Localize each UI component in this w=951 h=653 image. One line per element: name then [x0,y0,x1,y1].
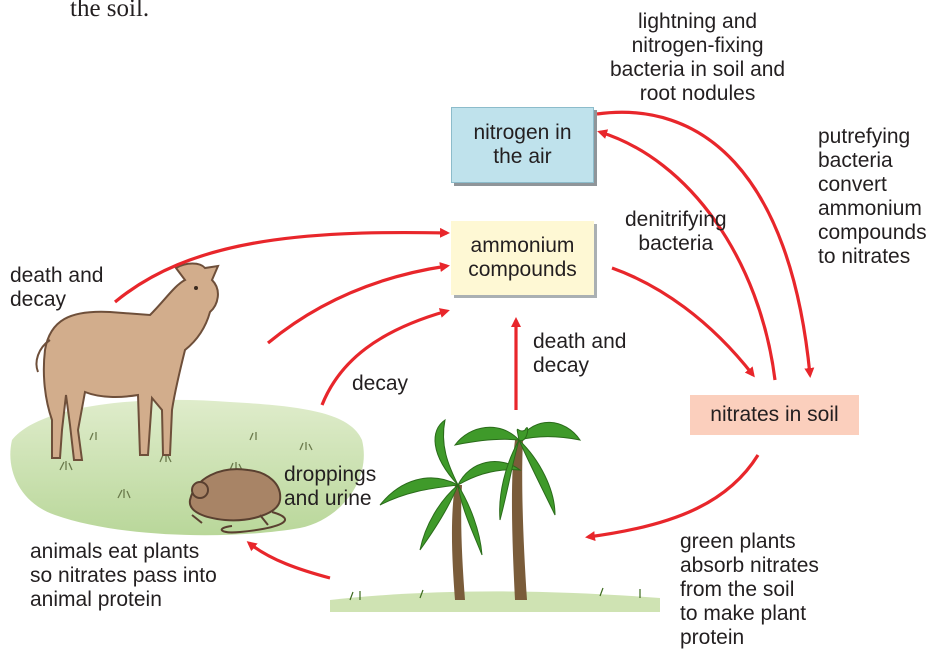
nitrates-in-soil-box: nitrates in soil [690,395,859,435]
label-decay: decay [352,372,408,396]
arrow-ammonium-to-nitrates [612,268,753,375]
arrow-goat-to-ammonium [268,266,447,343]
arrow-plants-to-animals [249,543,330,578]
label-droppings-urine: droppings and urine [284,463,376,511]
arrow-left-to-ammonium [115,233,447,302]
label-denitrifying-bacteria: denitrifying bacteria [625,208,727,256]
nitrogen-in-air-box: nitrogen in the air [451,107,594,183]
palm-trees-illustration [330,420,660,612]
label-lightning-fixation: lightning and nitrogen-fixing bacteria i… [610,10,785,106]
label-putrefying-bacteria: putrefying bacteria convert ammonium com… [818,125,927,269]
ammonium-compounds-box: ammonium compounds [451,221,594,295]
label-death-decay-left: death and decay [10,264,103,312]
arrow-nitrates-to-plants [588,455,758,537]
top-text-fragment: the soil. [70,0,149,24]
label-death-decay-center: death and decay [533,330,626,378]
label-animals-eat-plants: animals eat plants so nitrates pass into… [30,540,217,612]
label-plants-absorb-nitrates: green plants absorb nitrates from the so… [680,530,819,650]
